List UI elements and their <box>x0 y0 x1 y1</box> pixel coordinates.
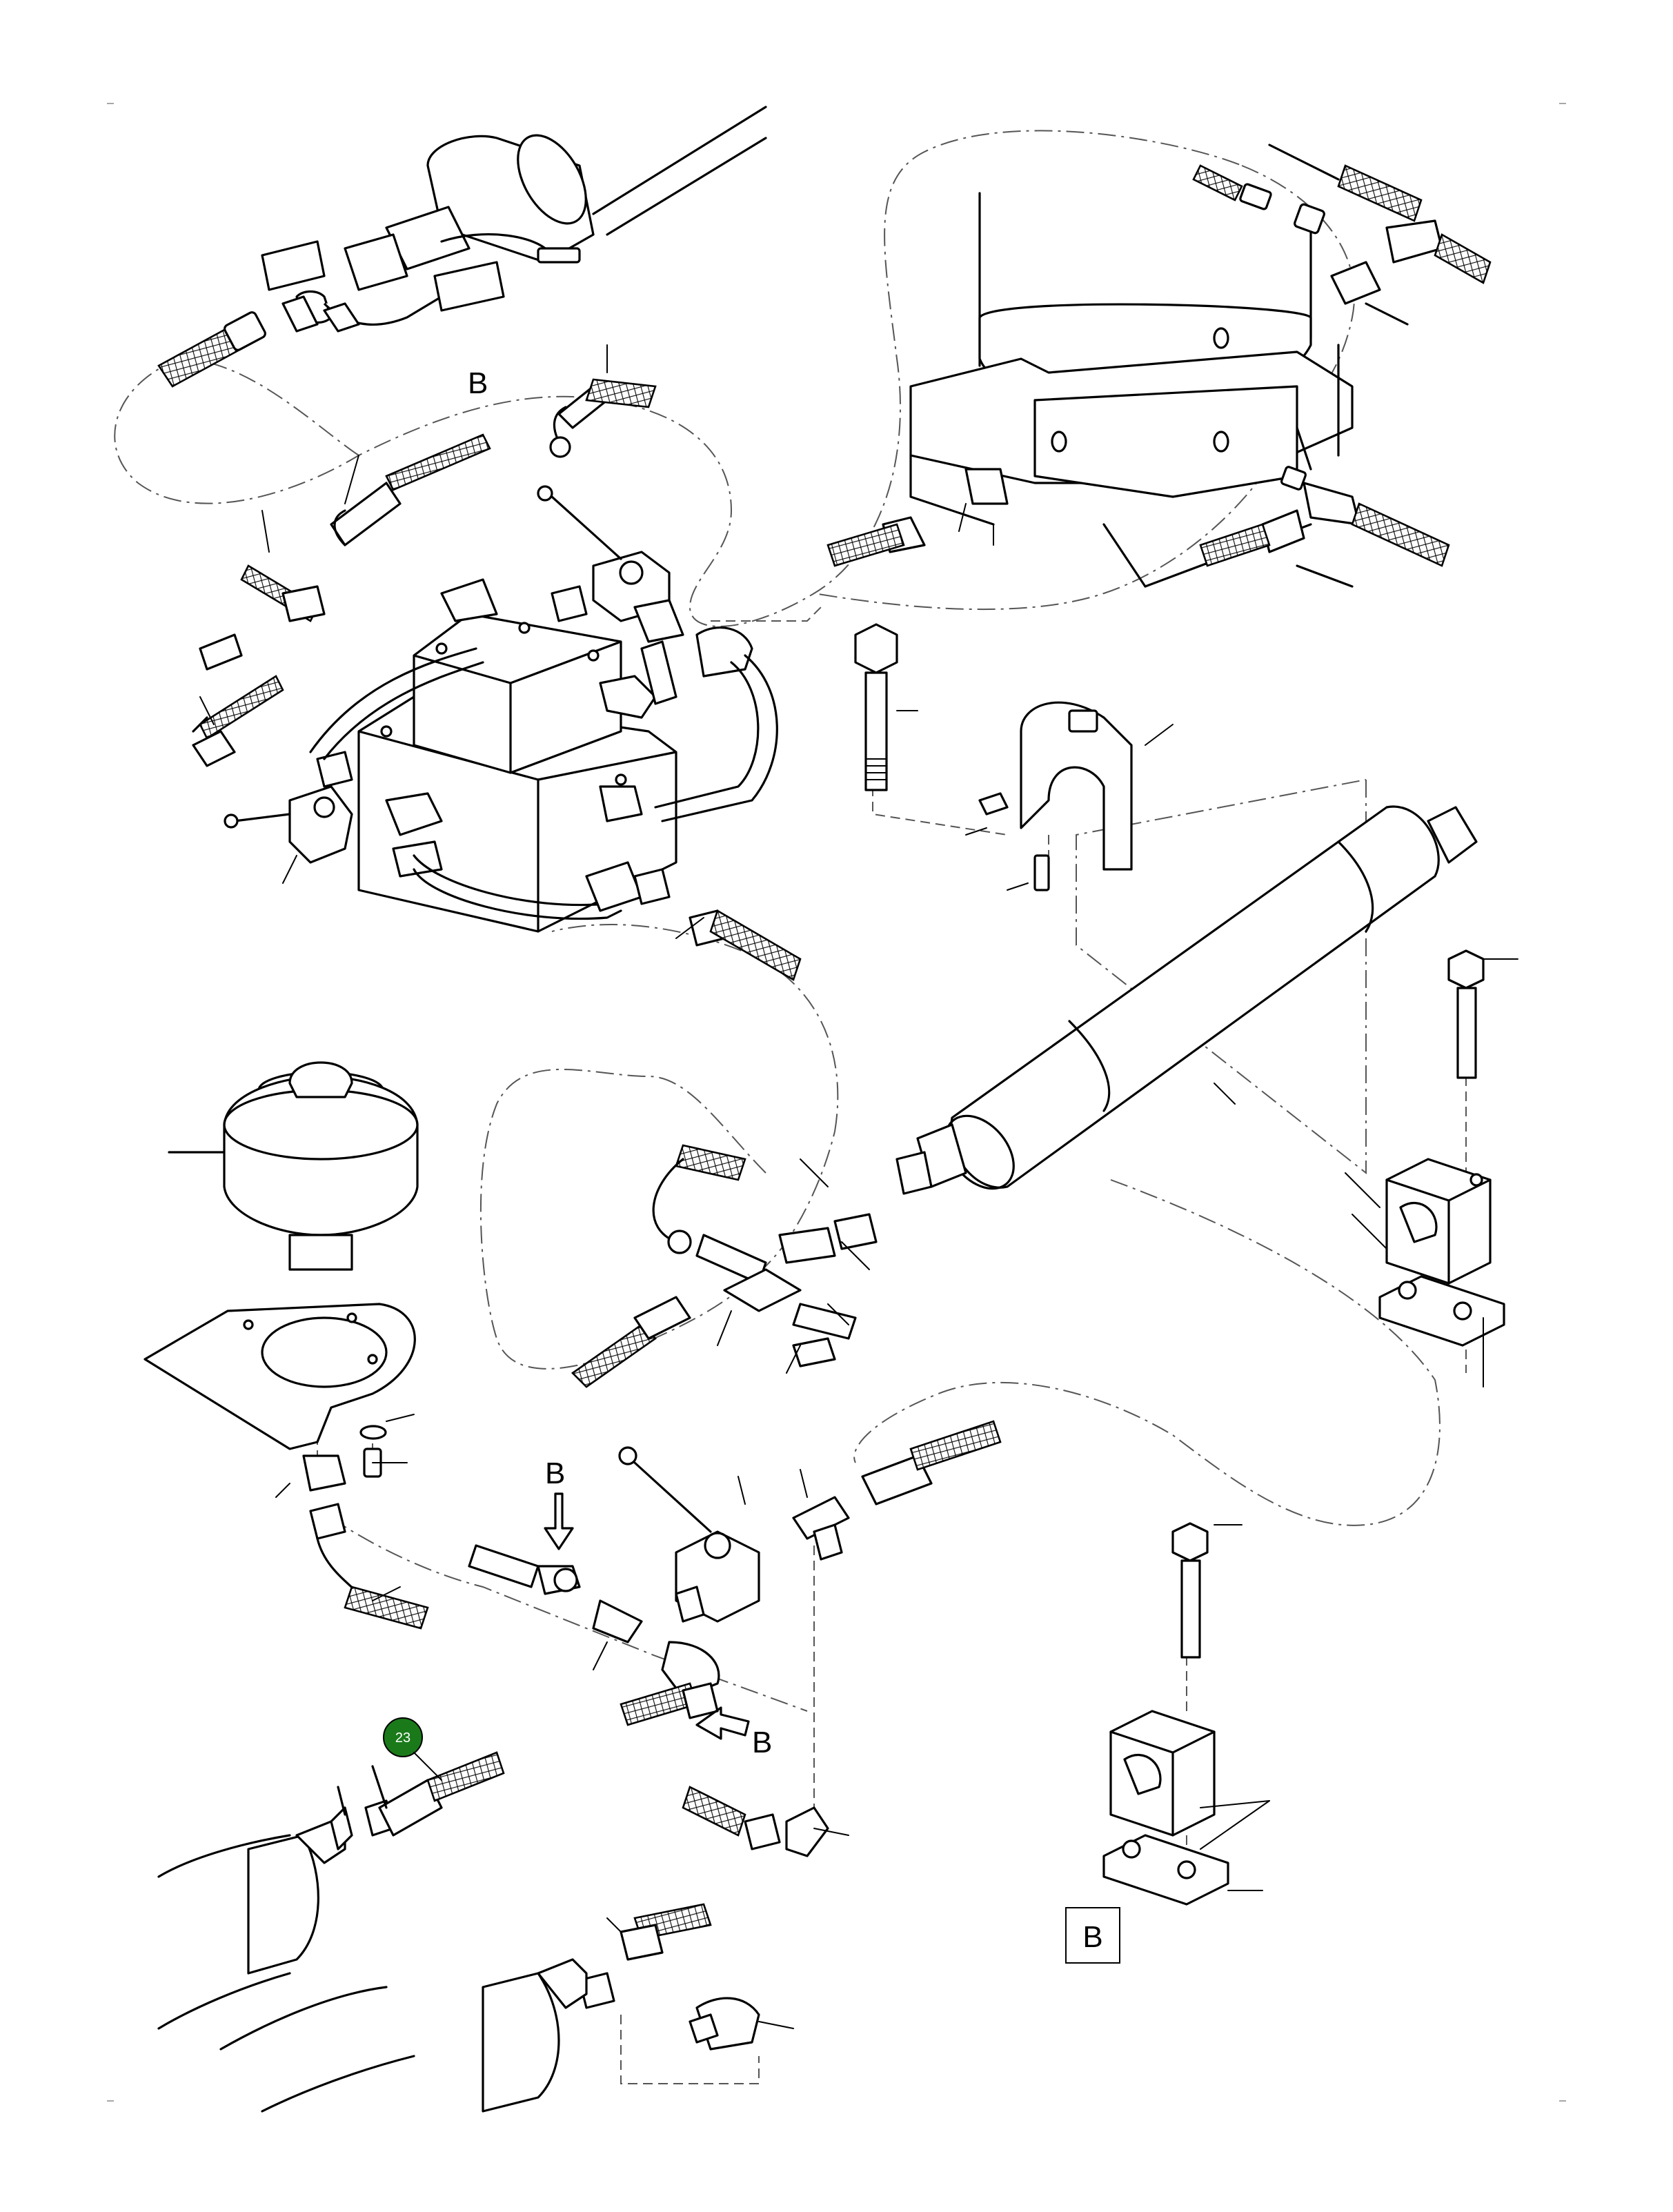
valve-manifold-block <box>192 378 1009 981</box>
view-box-frame <box>1065 1907 1120 1964</box>
top-right-hose-fittings <box>1192 144 1492 588</box>
view-ref-arrow-middle <box>544 1492 574 1550</box>
page-corner-marks <box>107 103 1566 2102</box>
mid-hose-assembly <box>571 1144 878 1388</box>
callout-23-number: 23 <box>395 1730 410 1746</box>
view-box-label: B <box>1082 1920 1102 1954</box>
long-accumulator-cylinder <box>895 805 1478 1195</box>
view-reference-labels: B B B B <box>468 366 1120 1964</box>
view-ref-label-lower: B <box>752 1726 772 1759</box>
view-ref-label-top: B <box>468 366 488 400</box>
lower-valve-hose-assembly <box>468 1420 1002 2051</box>
bolt-and-pipe-clamp <box>854 623 1133 891</box>
accumulator-sphere-assembly <box>143 1061 429 1630</box>
view-ref-label-middle: B <box>545 1456 565 1490</box>
callout-23[interactable]: 23 <box>383 1717 442 1781</box>
leader-lines <box>199 344 1518 2029</box>
right-side-clamp-assembly <box>1102 949 1505 1906</box>
view-ref-arrow-lower <box>695 1706 750 1740</box>
callout-23-marker[interactable] <box>383 1717 423 1757</box>
lower-cylinder-bodies <box>157 1751 588 2113</box>
top-right-cylinder-body <box>909 192 1354 588</box>
top-cylinder-assembly <box>157 106 767 388</box>
